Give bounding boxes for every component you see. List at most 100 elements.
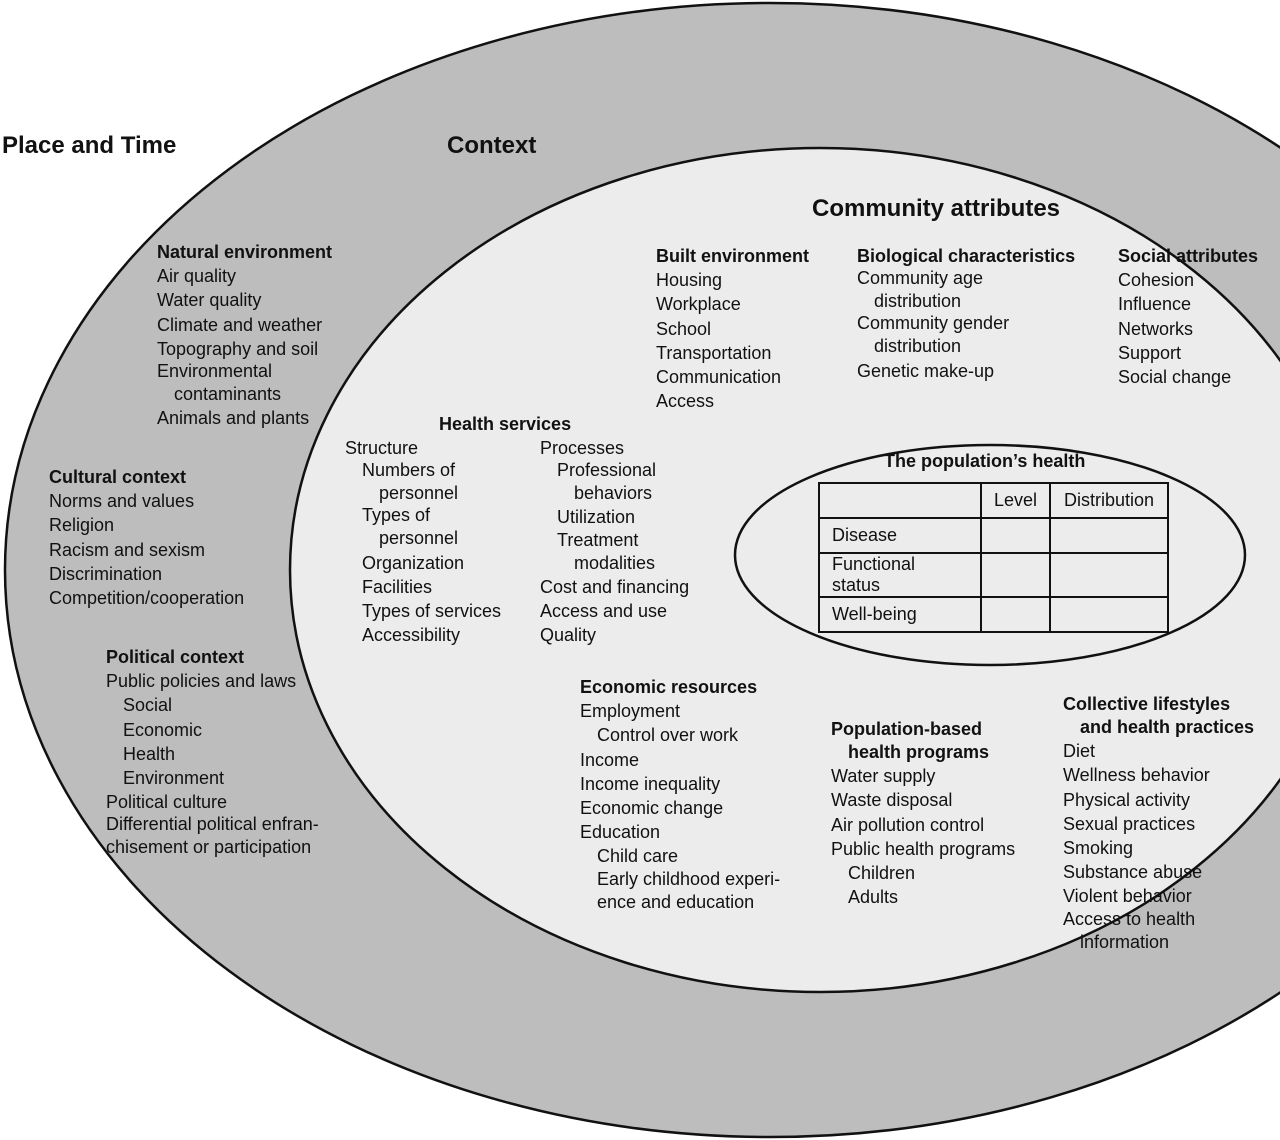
lifestyles-heading: Collective lifestyles: [1063, 694, 1231, 714]
list-item: personnel: [379, 483, 459, 504]
list-item: Early childhood experi-: [597, 868, 781, 889]
table-row: Well-being: [818, 596, 1170, 633]
list-item: behaviors: [574, 483, 653, 504]
list-item: Water supply: [831, 766, 936, 787]
cultural-context-heading: Cultural context: [49, 467, 187, 487]
political-context-heading: Political context: [106, 647, 245, 667]
list-item: Access: [656, 391, 715, 412]
list-item: Diet: [1063, 741, 1096, 762]
table-cell: [1049, 596, 1170, 633]
list-item: Employment: [580, 701, 681, 722]
list-item: Health: [123, 743, 176, 764]
table-header-row: Level Distribution: [818, 482, 1170, 519]
list-item: Public health programs: [831, 838, 1016, 859]
list-item: Public policies and laws: [106, 671, 297, 692]
list-item: Cost and financing: [540, 576, 690, 597]
list-item: personnel: [379, 528, 459, 549]
list-item: Waste disposal: [831, 790, 953, 811]
place-and-time-label: Place and Time: [2, 132, 177, 159]
list-item: Support: [1118, 342, 1182, 363]
social-attributes-group: Social attributes Cohesion Influence Net…: [1118, 244, 1258, 389]
economic-resources-heading: Economic resources: [580, 677, 758, 697]
list-item: Substance abuse: [1063, 862, 1203, 883]
population-programs-group: Population-based health programs Water s…: [831, 719, 1015, 909]
list-item: Environmental: [157, 361, 273, 382]
natural-environment-heading: Natural environment: [157, 242, 333, 262]
list-item: Transportation: [656, 342, 772, 363]
list-item: Quality: [540, 625, 597, 646]
list-item: chisement or participation: [106, 837, 312, 858]
list-item: Racism and sexism: [49, 539, 206, 560]
list-item: Networks: [1118, 318, 1194, 339]
list-item: Housing: [656, 270, 723, 291]
list-item: Cohesion: [1118, 270, 1195, 291]
list-item: Physical activity: [1063, 789, 1191, 810]
list-item: Communication: [656, 367, 782, 388]
economic-resources-group: Economic resources Employment Control ov…: [580, 675, 780, 914]
table-header-level: Level: [979, 482, 1052, 519]
list-item: Professional: [557, 460, 657, 481]
health-services-processes-group: Processes Professional behaviors Utiliza…: [540, 436, 689, 647]
table-cell: [1049, 517, 1170, 554]
biological-characteristics-heading: Biological characteristics: [857, 246, 1076, 266]
list-item: Social: [123, 695, 173, 716]
list-item: Influence: [1118, 294, 1192, 315]
social-attributes-heading: Social attributes: [1118, 246, 1259, 266]
list-item: Community gender: [857, 313, 1010, 334]
population-health-table: Level Distribution Disease Functional st…: [818, 482, 1170, 633]
health-services-heading: Health services: [439, 414, 572, 434]
list-item: Animals and plants: [157, 408, 310, 429]
list-item: Facilities: [362, 576, 433, 597]
list-item: Access to health: [1063, 908, 1196, 929]
list-item: Political culture: [106, 792, 228, 813]
list-item: Discrimination: [49, 563, 163, 584]
list-item: Child care: [597, 846, 679, 867]
table-cell: [979, 596, 1052, 633]
natural-environment-group: Natural environment Air quality Water qu…: [157, 240, 332, 430]
list-item: ence and education: [597, 891, 755, 912]
list-item: Workplace: [656, 294, 741, 315]
list-item: contaminants: [174, 384, 282, 405]
list-item: Topography and soil: [157, 338, 319, 359]
list-item: Types of: [362, 505, 431, 526]
list-item: Income: [580, 749, 640, 770]
list-item: Religion: [49, 515, 115, 536]
table-cell: [979, 552, 1052, 598]
list-item: Adults: [848, 887, 899, 908]
community-attributes-label: Community attributes: [812, 195, 1061, 222]
list-item: distribution: [874, 336, 962, 357]
list-item: Social change: [1118, 367, 1232, 388]
political-context-group: Political context Public policies and la…: [106, 645, 319, 860]
list-item: Community age: [857, 268, 984, 289]
cultural-context-group: Cultural context Norms and values Religi…: [49, 465, 244, 610]
list-item: Sexual practices: [1063, 813, 1196, 834]
biological-characteristics-group: Biological characteristics Community age…: [857, 244, 1075, 383]
list-item: Violent behavior: [1063, 886, 1192, 907]
list-item: Children: [848, 863, 916, 884]
list-item: Climate and weather: [157, 314, 323, 335]
list-item: Air pollution control: [831, 814, 985, 835]
row-label-functional-status: Functional status: [818, 552, 982, 598]
row-label-well-being: Well-being: [818, 596, 982, 633]
list-item: Norms and values: [49, 491, 195, 512]
list-item: Wellness behavior: [1063, 765, 1210, 786]
list-item: Accessibility: [362, 625, 461, 646]
table-header-distribution: Distribution: [1049, 482, 1170, 519]
list-item: modalities: [574, 552, 656, 573]
list-item: Competition/cooperation: [49, 588, 245, 609]
population-programs-heading-2: health programs: [848, 742, 990, 762]
list-item: Numbers of: [362, 460, 456, 481]
list-item: Genetic make-up: [857, 360, 995, 381]
list-item: Access and use: [540, 601, 668, 622]
built-environment-group: Built environment Housing Workplace Scho…: [656, 244, 809, 413]
list-item: Economic: [123, 719, 203, 740]
list-item: distribution: [874, 291, 962, 312]
list-item: Smoking: [1063, 838, 1134, 859]
population-health-title: The population’s health: [884, 451, 1086, 471]
list-item: Utilization: [557, 507, 636, 528]
list-item: Organization: [362, 552, 465, 573]
lifestyles-heading-2: and health practices: [1080, 717, 1255, 737]
row-label-disease: Disease: [818, 517, 982, 554]
list-item: Air quality: [157, 266, 237, 287]
list-item: Control over work: [597, 725, 739, 746]
